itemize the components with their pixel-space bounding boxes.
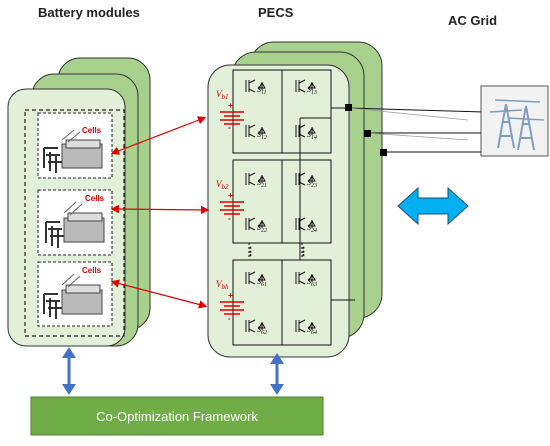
ac-grid-tower-icon <box>480 85 549 157</box>
grid-node-2 <box>364 130 371 137</box>
cell-group-3: Cells <box>37 261 113 327</box>
footer-link-arrow-right <box>270 353 284 395</box>
switch-label-s11: S11 <box>257 85 267 96</box>
grid-node-3 <box>380 149 387 156</box>
ac-grid-title: AC Grid <box>448 13 497 28</box>
cell-group-2: Cells <box>37 189 113 256</box>
co-optimization-framework-label: Co-Optimization Framework <box>96 409 258 424</box>
cells-label-3: Cells <box>82 266 102 275</box>
svg-text:-: - <box>228 214 231 223</box>
switch-label-s23: S23 <box>307 178 317 189</box>
switch-label-s24: S24 <box>307 223 317 234</box>
cells-label-2: Cells <box>85 194 105 203</box>
battery-source-1: Vb1 + - <box>216 89 244 132</box>
grid-connection-lines <box>345 104 485 156</box>
svg-text:+: + <box>228 291 233 300</box>
svg-text:-: - <box>228 314 231 323</box>
vb1-label: Vb1 <box>216 89 229 101</box>
link-arrow-1 <box>110 116 207 155</box>
switch-label-s12: S12 <box>257 130 267 141</box>
battery-modules-title: Battery modules <box>38 5 140 20</box>
switch-label-s61: S61 <box>257 277 267 288</box>
pecs-title: PECS <box>258 5 294 20</box>
link-arrow-2 <box>110 204 210 215</box>
grid-exchange-arrow <box>397 186 469 226</box>
link-arrow-h <box>110 279 208 309</box>
battery-cells-image-2 <box>45 201 105 248</box>
switch-label-s62: S62 <box>257 325 267 336</box>
co-optimization-framework-box <box>30 396 324 436</box>
switch-label-s13: S13 <box>307 85 317 96</box>
svg-text:-: - <box>228 123 231 132</box>
vb2-label: Vb2 <box>216 179 229 191</box>
ellipsis-left: ⋮ <box>245 246 256 258</box>
switch-label-s64: S64 <box>307 325 317 336</box>
ellipsis-right: ⋮ <box>298 246 309 258</box>
svg-text:+: + <box>228 191 233 200</box>
switch-label-s22: S22 <box>257 223 267 234</box>
battery-source-h: Vbh + - <box>216 279 244 323</box>
battery-cells-image-1 <box>43 129 103 173</box>
switch-labels: S11 S13 S12 S14 S21 S23 S22 S24 S61 S63 … <box>257 85 317 336</box>
grid-node-1 <box>345 104 352 111</box>
battery-module-dashed-border <box>24 109 125 337</box>
switch-label-s21: S21 <box>257 178 267 189</box>
cell-group-1: Cells <box>37 112 113 179</box>
pecs-circuit <box>232 69 355 346</box>
cells-label-1: Cells <box>82 126 102 135</box>
battery-cells-image-3 <box>43 273 103 319</box>
footer-link-arrow-left <box>62 347 76 395</box>
battery-source-2: Vb2 + - <box>216 179 244 223</box>
switch-icons <box>245 79 316 333</box>
vbh-label: Vbh <box>216 279 229 291</box>
svg-text:+: + <box>228 101 233 110</box>
switch-label-s63: S63 <box>307 277 317 288</box>
switch-label-s14: S14 <box>307 130 317 141</box>
